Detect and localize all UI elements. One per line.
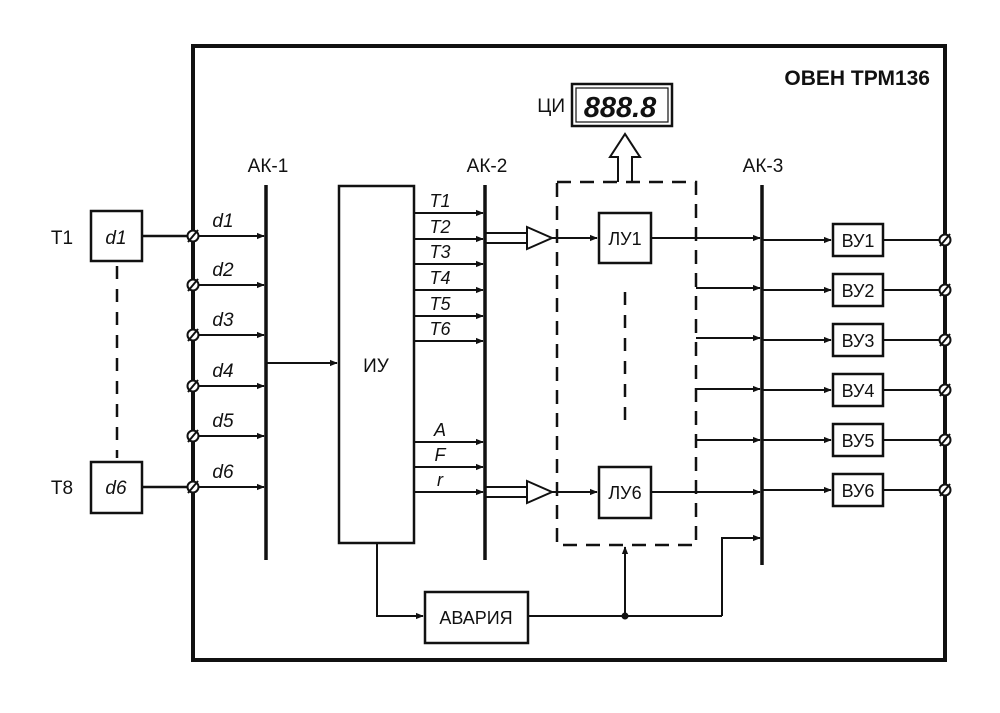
indicator-frame [570,82,674,128]
output-device-1: ВУ1 [762,222,952,258]
bus-ak1-label: АК-1 [248,156,289,177]
iu-output-label: r [437,470,444,490]
iu-to-alarm-arrow [376,543,424,620]
input-line-label: d4 [212,361,233,382]
iu-output-label: F [435,445,447,465]
input-terminal-icon [186,229,200,243]
ak3-feed-arrows [696,284,761,444]
input-line-label: d6 [212,462,234,483]
lu6-label: ЛУ6 [608,483,641,503]
iu-output-t2: T2 [414,217,484,243]
output-device-label: ВУ5 [842,431,875,451]
iu-output-label: T1 [429,191,450,211]
sensor-first-text: d1 [105,228,126,249]
iu-output-t5: T5 [414,294,484,320]
output-terminal-icon [938,333,952,347]
indicator-inner-frame [575,87,669,123]
sensor-last-label: Т8 [51,478,73,499]
input-terminal-icon [186,480,200,494]
input-line-label: d3 [212,310,234,331]
alarm-to-ak3-arrow [721,534,761,616]
alarm-block [423,590,530,645]
output-device-label: ВУ6 [842,481,875,501]
lu1-label: ЛУ1 [608,229,641,249]
output-terminal-icon [938,233,952,247]
iu-output-label: T6 [429,319,451,339]
iu-output-f: F [414,445,484,471]
output-device-label: ВУ3 [842,331,875,351]
ak2-to-lu1-arrow [485,225,555,251]
iu-output-label: T5 [429,294,451,314]
iu-output-label: T2 [429,217,450,237]
iu-output-label: T4 [429,268,450,288]
iu-output-t6: T6 [414,319,484,345]
output-device-4: ВУ4 [762,372,952,408]
input-line-6: d6 [186,462,265,494]
bus-ak2-label: АК-2 [467,156,508,177]
indicator-label: ЦИ [537,96,565,117]
iu-output-a: A [414,420,484,446]
input-lines: d1 d2 d3 d4 d5 d6 [186,211,265,494]
input-terminal-icon [186,429,200,443]
input-line-label: d2 [212,260,234,281]
iu-output-label: T3 [429,242,450,262]
output-terminal-icon [938,383,952,397]
device-enclosure [191,44,947,662]
indicator-digits: 888.8 [584,92,657,124]
iu-output-t1: T1 [414,191,484,217]
input-terminal-icon [186,278,200,292]
input-line-label: d1 [212,211,233,232]
output-device-label: ВУ2 [842,281,875,301]
input-line-1: d1 [186,211,265,243]
output-terminal-icon [938,433,952,447]
iu-output-t4: T4 [414,268,484,294]
output-device-5: ВУ5 [762,422,952,458]
output-device-3: ВУ3 [762,322,952,358]
output-device-label: ВУ1 [842,231,875,251]
iu-output-label: A [433,420,446,440]
output-terminal-icon [938,483,952,497]
output-terminal-icon [938,283,952,297]
input-line-label: d5 [212,411,234,432]
ak2-to-lu6-arrow [485,479,555,505]
input-terminal-icon [186,328,200,342]
sensor-last-text: d6 [105,478,127,499]
sensor-first-label: Т1 [51,228,73,249]
digital-indicator: ЦИ 888.8 [537,82,674,182]
input-line-4: d4 [186,361,265,393]
input-line-5: d5 [186,411,265,443]
sensor-first: Т1 d1 [51,209,188,263]
device-title: ОВЕН ТРМ136 [784,67,930,90]
iu-output-t3: T3 [414,242,484,268]
output-device-2: ВУ2 [762,272,952,308]
output-device-6: ВУ6 [762,472,952,508]
bus-ak3-label: АК-3 [743,156,784,177]
input-terminal-icon [186,379,200,393]
logic-units-block [555,180,698,547]
alarm-label: АВАРИЯ [439,608,512,628]
input-line-3: d3 [186,310,265,342]
indicator-arrow [608,132,642,182]
output-device-label: ВУ4 [842,381,875,401]
sensor-last: Т8 d6 [51,460,188,515]
iu-label: ИУ [363,356,390,377]
input-line-2: d2 [186,260,265,292]
iu-output-r: r [414,470,484,496]
